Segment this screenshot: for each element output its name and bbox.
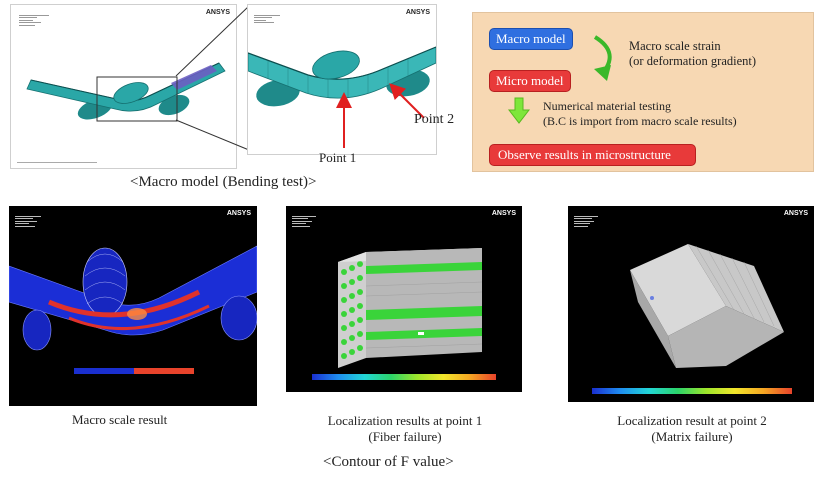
- zoom-connector-lines: [175, 5, 250, 151]
- macro-contour-figure: [9, 245, 257, 351]
- point-arrows: [336, 83, 425, 148]
- ansys-logo: ANSYS: [226, 210, 251, 217]
- ansys-logo: ANSYS: [783, 210, 808, 217]
- point-1-legend: [312, 374, 496, 380]
- macro-model-zoom-view: ANSYS: [247, 4, 437, 155]
- observe-results-box: Observe results in microstructure: [489, 144, 696, 166]
- point-1-result-caption: Localization results at point 1 (Fiber f…: [327, 413, 483, 444]
- down-arrow-icon: [507, 97, 531, 124]
- point-2-arrow: [389, 83, 425, 119]
- micro-model-box: Micro model: [489, 70, 571, 92]
- strain-note: Macro scale strain (or deformation gradi…: [629, 39, 757, 68]
- macro-model-main-view: ANSYS: [10, 4, 237, 169]
- point-2-label: Point 2: [414, 112, 455, 127]
- flow-arrows: [507, 35, 612, 124]
- point-1-label: Point 1: [319, 150, 357, 165]
- matrix-failure-cube: [630, 244, 784, 368]
- point-2-legend: [592, 388, 792, 394]
- contour-caption: <Contour of F value>: [323, 454, 454, 470]
- footer-info-text: [17, 160, 107, 164]
- plot-info-text: [574, 214, 614, 228]
- ansys-logo: ANSYS: [405, 9, 430, 16]
- testing-note: Numerical material testing (B.C is impor…: [543, 99, 737, 128]
- bending-model-figure: [26, 62, 226, 122]
- ansys-logo: ANSYS: [205, 9, 230, 16]
- plot-info-text: [15, 214, 55, 228]
- point-1-result-plot: ANSYS: [286, 206, 522, 392]
- ansys-logo: ANSYS: [491, 210, 516, 217]
- macro-model-box: Macro model: [489, 28, 573, 50]
- plot-info-text: [19, 13, 59, 27]
- macro-model-caption: <Macro model (Bending test)>: [130, 174, 317, 190]
- zoomed-beam-figure: [248, 46, 436, 107]
- point-2-result-caption: Localization result at point 2 (Matrix f…: [617, 413, 767, 444]
- plot-info-text: [254, 13, 294, 25]
- macro-result-legend: [74, 368, 194, 374]
- macro-result-caption: Macro scale result: [72, 412, 168, 427]
- point-2-result-plot: ANSYS: [568, 206, 814, 402]
- fiber-failure-cube: [338, 248, 483, 368]
- macro-scale-result-plot: ANSYS: [9, 206, 257, 406]
- multiscale-flowchart: Macro model Micro model Macro scale stra…: [472, 12, 814, 172]
- plot-info-text: [292, 214, 332, 228]
